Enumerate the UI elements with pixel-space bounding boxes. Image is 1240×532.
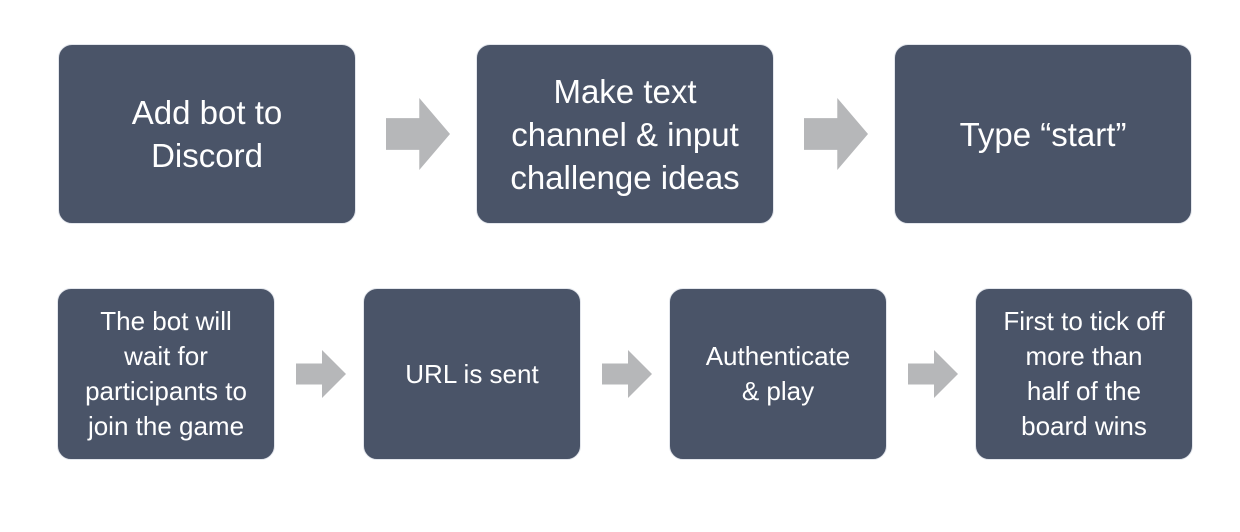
step-url-sent-box: URL is sent xyxy=(363,288,581,460)
step-authenticate-label: Authenticate & play xyxy=(705,341,851,406)
step-add-bot-box: Add bot to Discord xyxy=(58,44,356,224)
step-wait-participants-label: The bot will wait for participants to jo… xyxy=(85,306,247,441)
step-type-start-box: Type “start” xyxy=(894,44,1192,224)
right-arrow-icon xyxy=(908,350,958,398)
step-type-start-label: Type “start” xyxy=(959,115,1127,153)
right-arrow-icon xyxy=(386,98,450,170)
step-authenticate-box: Authenticate & play xyxy=(669,288,887,460)
step-winner-label: First to tick off more than half of the … xyxy=(1003,306,1165,441)
right-arrow-icon xyxy=(804,98,868,170)
step-wait-participants-box: The bot will wait for participants to jo… xyxy=(57,288,275,460)
step-add-bot-label: Add bot to Discord xyxy=(131,94,283,174)
step-make-channel-label: Make text channel & input challenge idea… xyxy=(510,72,740,196)
right-arrow-icon xyxy=(602,350,652,398)
step-make-channel-box: Make text channel & input challenge idea… xyxy=(476,44,774,224)
step-url-sent-label: URL is sent xyxy=(405,358,539,389)
step-winner-box: First to tick off more than half of the … xyxy=(975,288,1193,460)
right-arrow-icon xyxy=(296,350,346,398)
